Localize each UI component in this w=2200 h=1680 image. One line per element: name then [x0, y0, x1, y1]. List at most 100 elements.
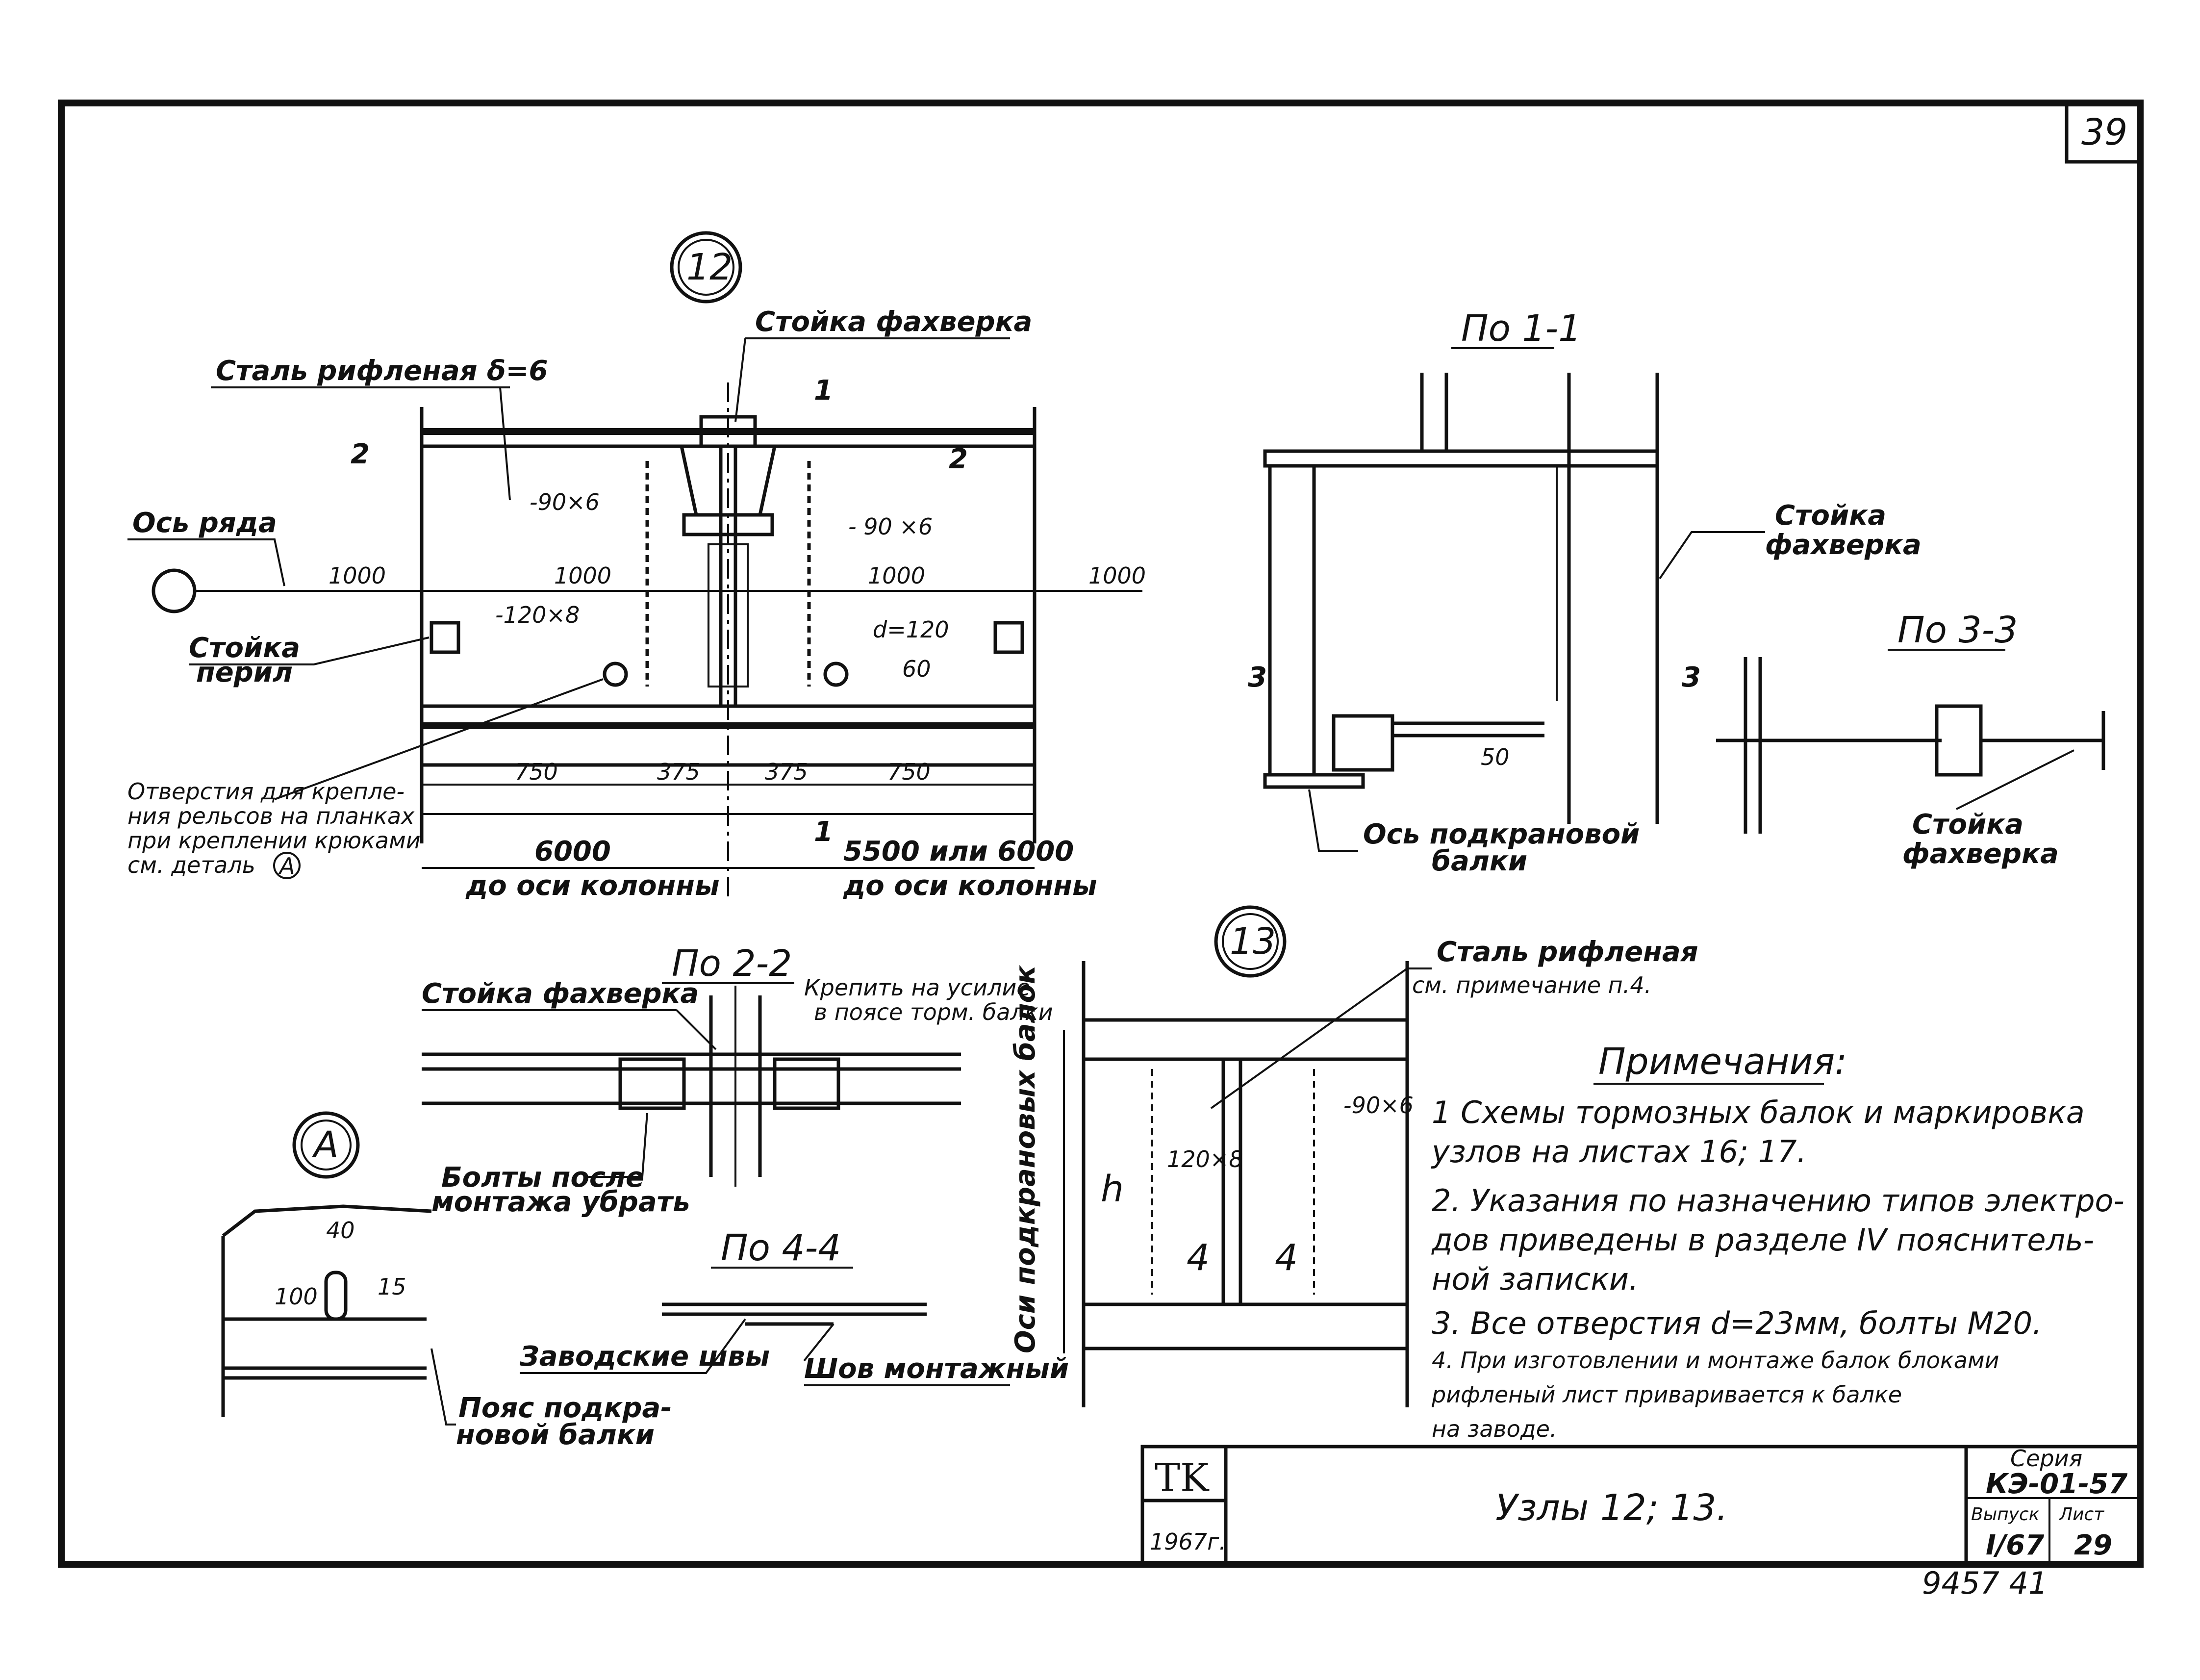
view-1-1: По 1-1 50 3 3 Стойка фахверка Ось подкра…: [1248, 307, 1922, 877]
view-2-2: По 2-2 Стойка фахверка Крепить на усилие…: [422, 942, 1053, 1218]
view-2-2-post: Стойка фахверка: [422, 978, 699, 1010]
issue-value: I/67: [1986, 1529, 2044, 1561]
plate-2-13: -90×6: [1343, 1092, 1414, 1119]
view-4-4: По 4-4 Заводские швы Шов монтажный: [519, 1227, 1069, 1386]
view-3-3-post-2: фахверка: [1902, 838, 2059, 870]
dim-top-3: 1000: [868, 562, 925, 589]
year-label: 1967г.: [1150, 1528, 1226, 1555]
fix-note-1: Крепить на усилие: [804, 974, 1031, 1001]
dim-left-note: до оси колонны: [465, 870, 720, 902]
plate-1-12: -90×6: [530, 489, 600, 515]
railing-label-2: перил: [196, 657, 293, 688]
node-12: 12 Ось ряда 1000 1000: [127, 231, 1146, 902]
factory-welds: Заводские швы: [519, 1341, 770, 1373]
dim-bottom-4: 750: [887, 759, 931, 785]
detail-a-letter: A: [312, 1124, 339, 1166]
bolts-note-2: монтажа убрать: [431, 1186, 690, 1218]
detail-a: A 40 100 15 Пояс подкра- новой балки: [221, 1111, 672, 1451]
hole-label-12: d=120: [873, 616, 949, 643]
dim-bottom-3: 375: [765, 759, 808, 785]
issue-label: Выпуск: [1971, 1504, 2040, 1525]
plate-2-12: - 90 ×6: [848, 513, 933, 540]
sec1-bottom: 1: [814, 816, 833, 848]
node-12-number: 12: [686, 246, 733, 288]
notes-heading: Примечания:: [1598, 1041, 1847, 1083]
drawing-title: Узлы 12; 13.: [1495, 1487, 1728, 1529]
dim-60: 60: [902, 656, 931, 682]
sec4-b: 4: [1275, 1237, 1298, 1279]
view-3-3: По 3-3 Стойка фахверка: [1716, 609, 2105, 870]
dim-top-4: 1000: [1088, 562, 1146, 589]
dim-left: 6000: [534, 836, 611, 867]
detail-a-marker: [292, 1111, 360, 1179]
steel-label-13-1: Сталь рифленая: [1437, 936, 1698, 968]
sheet-number-box: [2065, 101, 2142, 164]
dim-50: 50: [1481, 744, 1510, 770]
title-block: TK 1967г. Узлы 12; 13. Серия КЭ-01-57 Вы…: [1140, 1445, 2142, 1566]
note-line-6: 3. Все отверстия d=23мм, болты M20.: [1432, 1305, 2042, 1341]
node-13-number: 13: [1230, 920, 1276, 963]
holes-note-1: Отверстия для крепле-: [127, 778, 405, 805]
note-line-5: ной записки.: [1432, 1261, 1639, 1297]
sec2-left: 2: [351, 438, 370, 470]
node-13: 13 h Оси подкрановых балок 120×8 -90×6 4…: [1010, 905, 1698, 1407]
view-3-3-title: По 3-3: [1897, 609, 2018, 651]
dim-40: 40: [326, 1217, 355, 1244]
note-line-4: дов приведены в разделе IV пояснитель-: [1431, 1222, 2094, 1258]
post-label-12: Стойка фахверка: [755, 306, 1032, 338]
view-1-1-post-1: Стойка: [1775, 500, 1886, 532]
node-13-marker: [1214, 905, 1287, 978]
railing-label-1: Стойка: [189, 632, 300, 664]
note-line-3: 2. Указания по назначению типов электро-: [1432, 1183, 2124, 1219]
sheet-frame: [58, 100, 2144, 1568]
note-line-8: рифленый лист приваривается к балке: [1431, 1381, 1902, 1408]
dim-right-note: до оси колонны: [843, 870, 1097, 902]
sec2-right: 2: [949, 443, 968, 475]
axes-label: Оси подкрановых балок: [1010, 965, 1041, 1353]
sec3-a: 3: [1248, 662, 1267, 693]
dim-top-2: 1000: [554, 562, 611, 589]
dim-15: 15: [378, 1273, 406, 1300]
stamp-code: 9457 41: [1922, 1565, 2048, 1601]
view-1-1-title: По 1-1: [1461, 307, 1581, 350]
node-12-marker: [670, 231, 742, 304]
sec3-b: 3: [1682, 662, 1701, 693]
detail-ref: A: [278, 853, 295, 879]
view-2-2-title: По 2-2: [672, 942, 792, 985]
note-line-1: 1 Схемы тормозных балок и маркировка: [1432, 1095, 2085, 1130]
sheet-value: 29: [2074, 1529, 2112, 1561]
axis-label: Ось ряда: [132, 507, 277, 539]
sec1-top: 1: [814, 375, 833, 407]
holes-note-2: ния рельсов на планках: [127, 803, 415, 829]
sec4-a: 4: [1187, 1237, 1210, 1279]
belt-note-2: новой балки: [456, 1419, 655, 1451]
fix-note-2: в поясе торм. балки: [814, 999, 1053, 1025]
view-3-3-post-1: Стойка: [1912, 809, 2023, 840]
series-value: КЭ-01-57: [1986, 1468, 2127, 1500]
view-1-1-post-2: фахверка: [1765, 529, 1922, 561]
dim-100: 100: [275, 1283, 318, 1310]
sheet-label: Лист: [2058, 1504, 2104, 1525]
note-line-9: на заводе.: [1432, 1416, 1557, 1442]
plate-1-13: 120×8: [1167, 1146, 1243, 1172]
dim-bottom-2: 375: [657, 759, 700, 785]
view-4-4-title: По 4-4: [721, 1227, 841, 1269]
note-line-2: узлов на листах 16; 17.: [1431, 1134, 1806, 1170]
org-label: TK: [1155, 1456, 1210, 1500]
dim-top-1: 1000: [329, 562, 386, 589]
note-line-7: 4. При изготовлении и монтаже балок блок…: [1432, 1347, 1999, 1374]
dim-bottom-1: 750: [515, 759, 558, 785]
beam-axis-1: Ось подкрановой: [1363, 818, 1640, 850]
series-label: Серия: [2010, 1445, 2082, 1472]
steel-label-13-2: см. примечание п.4.: [1412, 972, 1651, 998]
dim-right: 5500 или 6000: [843, 836, 1074, 867]
sheet-number: 39: [2081, 111, 2127, 153]
notes: Примечания: 1 Схемы тормозных балок и ма…: [1431, 1041, 2124, 1442]
steel-label-12: Сталь рифленая δ=6: [216, 355, 548, 387]
beam-axis-2: балки: [1432, 845, 1527, 877]
plate-3-12: -120×8: [495, 602, 580, 628]
holes-note-3: при креплении крюками: [127, 827, 421, 854]
h-label: h: [1101, 1168, 1124, 1210]
site-weld: Шов монтажный: [804, 1353, 1069, 1385]
